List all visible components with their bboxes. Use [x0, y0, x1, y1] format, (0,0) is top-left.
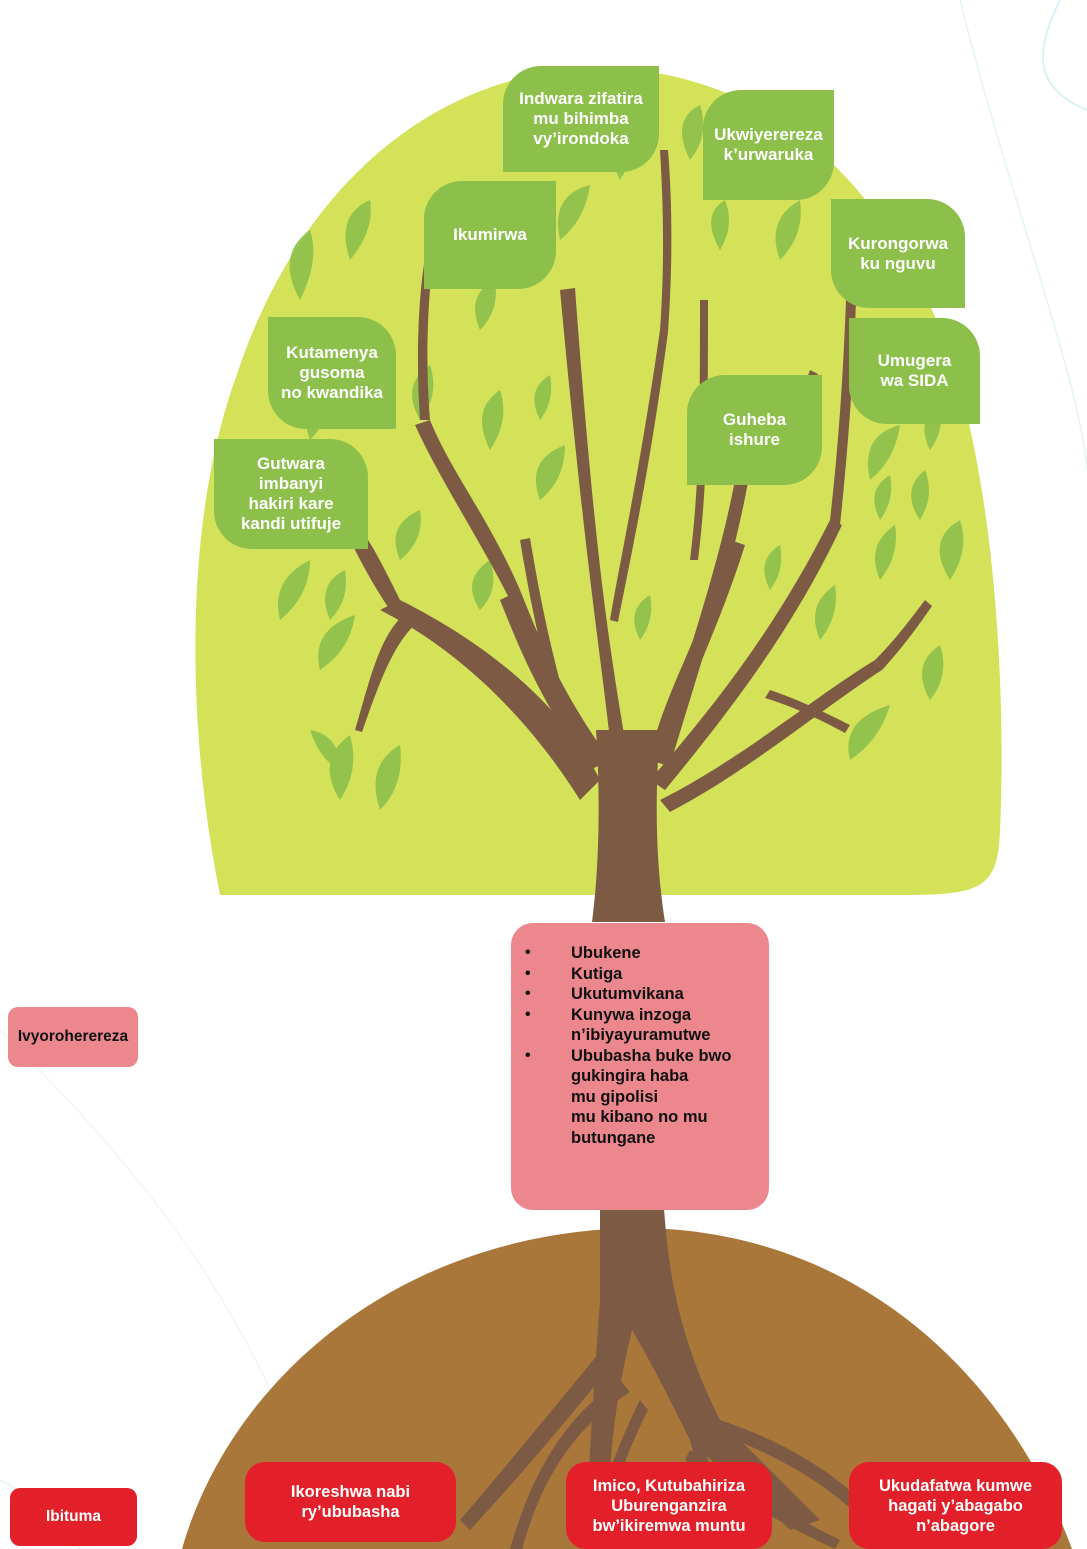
decorative-curve — [959, 0, 1087, 471]
leaf-label-hiv: Umugera wa SIDA — [849, 318, 980, 424]
contributing-factors-label: Ivyoroherereza — [8, 1007, 138, 1067]
leaf-label-school-dropout: Guheba ishure — [687, 375, 822, 485]
bullet-icon: • — [525, 964, 531, 982]
leaf-text: Kurongorwa ku nguvu — [847, 233, 949, 273]
leaf-text: Ukwiyerereza k’urwaruka — [714, 125, 823, 164]
list-item: •Ububasha buke bwo gukingira haba mu gip… — [525, 1046, 732, 1147]
bullet-icon: • — [525, 985, 531, 1002]
list-item: •Kutiga — [525, 964, 623, 983]
leaf-text: Kutamenya gusoma no kwandika — [280, 343, 384, 402]
leaf-label-youth-self-neglect: Ukwiyerereza k’urwaruka — [703, 90, 834, 200]
root-label-abuse-of-power: Ikoreshwa nabi ry’ububasha — [245, 1462, 456, 1542]
bullet-icon: • — [525, 1005, 531, 1023]
root-causes-label: Ibituma — [10, 1488, 137, 1546]
leaf-label-hereditary-disease: Indwara zifatira mu bihimba vy’irondoka — [503, 66, 659, 172]
bullet-icon: • — [525, 1046, 531, 1064]
contributing-factors-box: •Ubukene •Kutiga •Ukutumvikana •Kunywa i… — [511, 923, 769, 1210]
tree-canopy — [195, 68, 1002, 895]
root-label-culture-human-rights: Imico, Kutubahiriza Uburenganzira bw’iki… — [566, 1462, 772, 1549]
contributing-factors-list: •Ubukene •Kutiga •Ukutumvikana •Kunywa i… — [523, 943, 761, 1148]
leaf-text: Indwara zifatira mu bihimba vy’irondoka — [519, 89, 643, 148]
list-item: •Ukutumvikana — [525, 985, 684, 1003]
decorative-curve — [1042, 0, 1087, 111]
leaf-text: Ikumirwa — [453, 225, 527, 244]
leaf-text: Gutwara imbanyi hakiri kare kandi utifuj… — [240, 454, 342, 533]
leaf-label-exclusion: Ikumirwa — [424, 181, 556, 289]
leaf-text: Guheba ishure — [722, 410, 787, 449]
root-label-gender-inequality: Ukudafatwa kumwe hagati y’abagabo n’abag… — [849, 1462, 1062, 1549]
list-item: •Ubukene — [525, 944, 641, 962]
leaf-label-early-pregnancy: Gutwara imbanyi hakiri kare kandi utifuj… — [214, 439, 368, 549]
bullet-icon: • — [525, 944, 531, 961]
list-item: •Kunywa inzoga n’ibiyayuramutwe — [525, 1005, 711, 1045]
leaf-label-illiteracy: Kutamenya gusoma no kwandika — [268, 317, 396, 429]
leaf-label-forced-marriage: Kurongorwa ku nguvu — [831, 199, 965, 308]
leaf-text: Umugera wa SIDA — [877, 351, 952, 390]
tree-trunk — [350, 150, 932, 922]
